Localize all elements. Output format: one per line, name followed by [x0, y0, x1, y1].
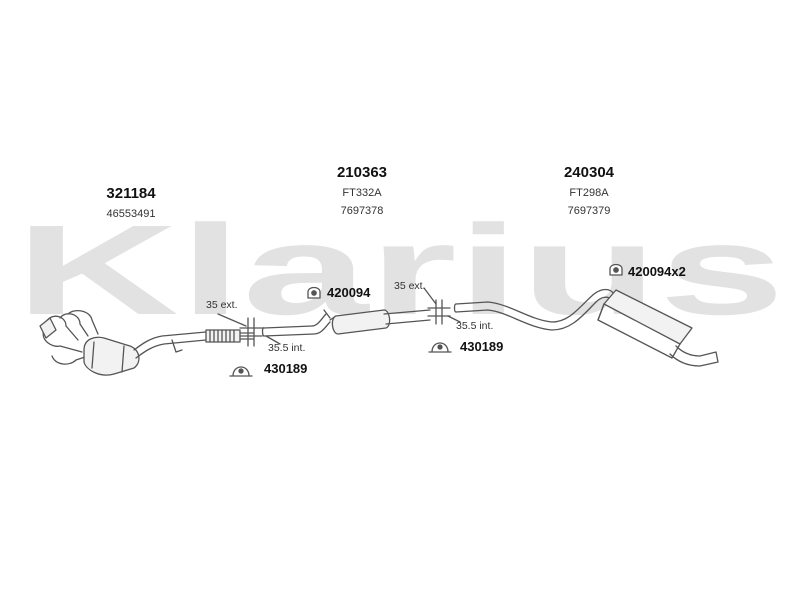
- rubber-hanger-icon: [307, 286, 321, 299]
- joint-int-diameter: 35.5 int.: [268, 342, 306, 354]
- part-number: 210363: [336, 164, 388, 181]
- part-reference: FT298A: [569, 187, 609, 199]
- clamp-code: 430189: [264, 361, 308, 376]
- rubber-hanger-icon: [609, 263, 623, 276]
- joint-marker: [217, 313, 281, 347]
- part-reference: 7697379: [567, 205, 611, 217]
- part-reference: 7697378: [340, 205, 384, 217]
- clamp-code: 430189: [460, 339, 504, 354]
- joint-ext-diameter: 35 ext.: [394, 280, 426, 292]
- exhaust-clamp-icon: [428, 342, 452, 353]
- centre-silencer-part: [261, 309, 431, 337]
- part-reference: FT332A: [342, 187, 382, 199]
- joint-ext-diameter: 35 ext.: [206, 299, 238, 311]
- front-pipe-catalyst-part: [39, 309, 255, 376]
- exhaust-clamp-icon: [229, 366, 253, 377]
- part-reference: 46553491: [106, 208, 156, 220]
- joint-int-diameter: 35.5 int.: [456, 320, 494, 332]
- clamp-code: 420094: [327, 285, 371, 300]
- joint-marker: [423, 287, 461, 325]
- rear-silencer-part: [453, 288, 719, 367]
- clamp-code: 420094x2: [628, 264, 686, 279]
- part-number: 240304: [563, 164, 615, 181]
- part-number: 321184: [106, 185, 156, 202]
